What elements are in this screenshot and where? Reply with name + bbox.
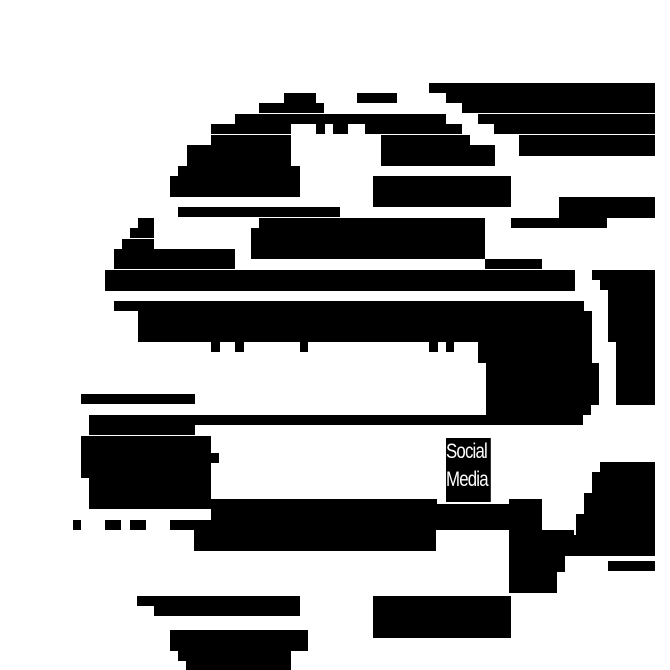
globe-pixel-block — [211, 342, 220, 352]
globe-pixel-block — [485, 259, 542, 269]
globe-pixel-block — [486, 405, 591, 415]
globe-pixel-block — [600, 280, 655, 290]
globe-pixel-block — [616, 342, 655, 405]
globe-pixel-block — [365, 124, 462, 134]
globe-pixel-block — [373, 176, 511, 207]
globe-pixel-block — [138, 218, 154, 228]
globe-pixel-block — [333, 124, 348, 134]
globe-pixel-block — [600, 462, 655, 472]
globe-pixel-block — [195, 415, 478, 425]
globe-pixel-block — [89, 499, 211, 509]
globe-pixel-block — [178, 207, 340, 217]
globe-pixel-block — [592, 270, 655, 280]
globe-pixel-block — [178, 651, 291, 661]
globe-pixel-block — [178, 166, 300, 176]
globe-pixel-block — [235, 342, 244, 352]
globe-pixel-block — [494, 124, 655, 134]
globe-pixel-block — [373, 617, 511, 638]
globe-pixel-block — [105, 270, 575, 291]
globe-pixel-block — [478, 342, 592, 363]
globe-pixel-block — [509, 572, 557, 593]
globe-pixel-block — [259, 218, 485, 228]
globe-pixel-block — [73, 520, 81, 530]
globe-pixel-block — [259, 103, 324, 113]
globe-pixel-block — [89, 415, 195, 425]
globe-pixel-block — [154, 606, 300, 616]
globe-pixel-block — [357, 93, 397, 103]
globe-pixel-block — [138, 311, 592, 342]
globe-pixel-block — [559, 535, 655, 556]
globe-pixel-block — [89, 478, 211, 499]
globe-pixel-block — [316, 124, 325, 134]
globe-pixel-block — [235, 114, 446, 124]
social-media-label: Social Media — [446, 438, 491, 502]
globe-pixel-block — [584, 493, 655, 514]
globe-pixel-block — [187, 145, 291, 166]
globe-pixel-block — [478, 114, 655, 124]
globe-pixel-block — [105, 520, 121, 530]
globe-pixel-block — [519, 135, 655, 156]
globe-pixel-block — [130, 520, 146, 530]
label-line-1: Social — [446, 440, 488, 463]
globe-pixel-block — [381, 135, 470, 145]
globe-pixel-block — [194, 530, 436, 551]
globe-pixel-block — [186, 661, 291, 670]
globe-pixel-block — [608, 561, 655, 571]
globe-pixel-block — [429, 83, 655, 93]
globe-pixel-block — [486, 363, 599, 405]
globe-pixel-block — [81, 457, 211, 478]
globe-pixel-block — [373, 596, 511, 617]
globe-pixel-block — [251, 249, 485, 259]
globe-pixel-block — [446, 342, 454, 352]
globe-pixel-block — [478, 415, 583, 425]
globe-pixel-block — [170, 176, 300, 197]
globe-pixel-block — [509, 530, 574, 551]
globe-pixel-block — [137, 596, 300, 606]
globe-pixel-block — [114, 249, 235, 259]
globe-pixel-block — [114, 259, 235, 269]
globe-pixel-block — [509, 551, 565, 572]
globe-pixel-block — [89, 425, 195, 435]
globe-pixel-block — [462, 103, 655, 113]
globe-pixel-block — [446, 93, 655, 103]
globe-pixel-block — [559, 197, 655, 218]
globe-pixel-block — [511, 218, 607, 228]
globe-pixel-block — [284, 93, 316, 103]
globe-pixel-block — [576, 514, 655, 535]
globe-pixel-block — [211, 124, 291, 134]
globe-pixel-block — [429, 342, 438, 352]
globe-pixel-block — [300, 342, 308, 352]
globe-pixel-block — [122, 239, 154, 249]
globe-pixel-block — [211, 453, 219, 463]
globe-pixel-block — [251, 228, 485, 249]
globe-pixel-block — [170, 630, 308, 651]
globe-pixel-block — [608, 290, 655, 311]
globe-pixel-block — [381, 145, 495, 166]
globe-pixel-block — [170, 520, 542, 530]
label-line-2: Media — [446, 468, 489, 491]
globe-pixel-block — [592, 472, 655, 493]
globe-pixel-block — [81, 436, 211, 457]
globe-pixel-block — [211, 135, 291, 145]
globe-pixel-block — [130, 228, 154, 238]
globe-pixel-block — [114, 301, 584, 311]
globe-pixel-block — [81, 394, 195, 404]
globe-pixel-block — [608, 311, 655, 342]
globe-pixel-block — [211, 499, 542, 520]
